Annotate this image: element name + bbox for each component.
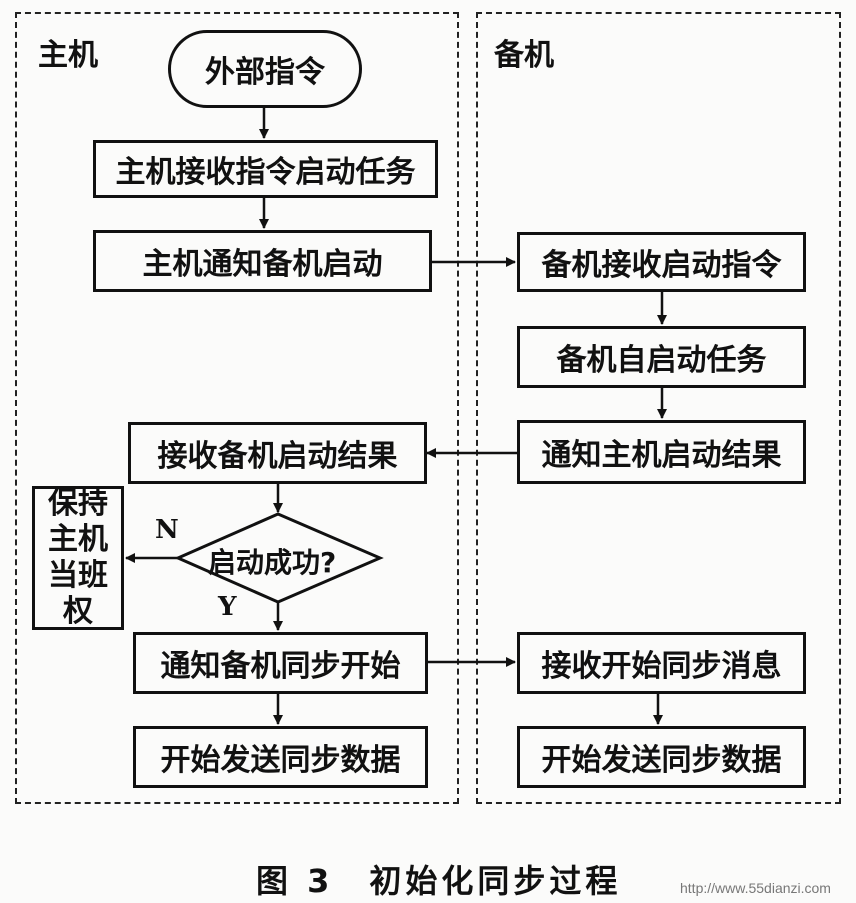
standby-notify-result-box: 通知主机启动结果 <box>517 420 806 484</box>
standby-lane <box>476 12 841 804</box>
host-lane <box>15 12 459 804</box>
standby-send-sync-box: 开始发送同步数据 <box>517 726 806 788</box>
host-notify-sync-box: 通知备机同步开始 <box>133 632 428 694</box>
host-send-sync-box: 开始发送同步数据 <box>133 726 428 788</box>
no-label: N <box>155 515 179 545</box>
yes-label: Y <box>218 592 237 622</box>
host-receive-command-box: 主机接收指令启动任务 <box>93 140 438 198</box>
figure-caption: 图 3 初始化同步过程 <box>256 862 622 900</box>
standby-receive-command-box: 备机接收启动指令 <box>517 232 806 292</box>
host-lane-title: 主机 <box>38 38 98 73</box>
decision-label: 启动成功? <box>208 546 337 579</box>
host-receive-result-box: 接收备机启动结果 <box>128 422 427 484</box>
host-notify-standby-box: 主机通知备机启动 <box>93 230 432 292</box>
keep-duty-box: 保持主机当班权 <box>32 486 124 630</box>
standby-lane-title: 备机 <box>494 38 554 73</box>
watermark: http://www.55dianzi.com <box>680 880 831 896</box>
standby-self-start-box: 备机自启动任务 <box>517 326 806 388</box>
external-command-terminal: 外部指令 <box>168 30 362 108</box>
standby-receive-sync-box: 接收开始同步消息 <box>517 632 806 694</box>
